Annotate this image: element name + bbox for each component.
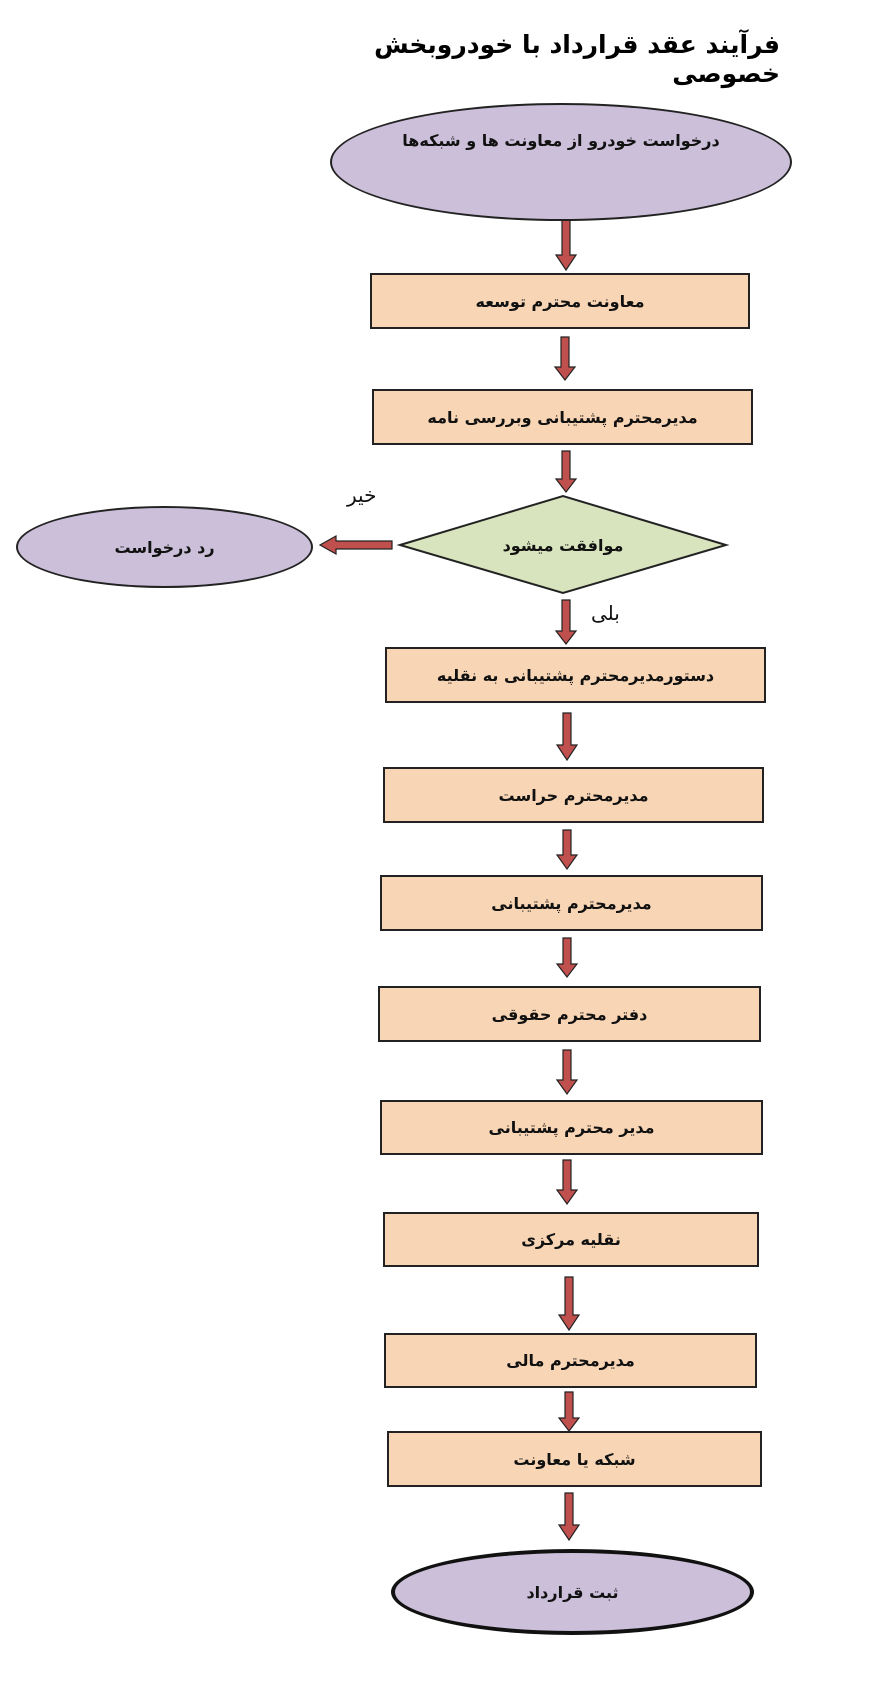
edge-label-yes: بلی xyxy=(591,601,620,625)
arrow-down-icon xyxy=(555,712,579,762)
step-label: دفتر محترم حقوقی xyxy=(491,1004,648,1024)
step-label: مدیرمحترم پشتیبانی xyxy=(491,893,652,913)
reject-terminal: رد درخواست xyxy=(16,506,313,588)
process-step-9: مدیرمحترم مالی xyxy=(384,1333,757,1388)
arrow-down-icon xyxy=(555,829,579,871)
decision-node: موافقت میشود xyxy=(470,525,656,565)
arrow-down-icon xyxy=(557,1492,581,1542)
step-label: دستورمدیرمحترم پشتیبانی به نقلیه xyxy=(436,665,715,685)
arrow-down-icon xyxy=(553,336,577,381)
arrow-down-icon xyxy=(554,450,578,493)
arrow-down-icon xyxy=(554,219,578,272)
arrow-down-icon xyxy=(554,599,578,645)
arrow-down-icon xyxy=(557,1276,581,1332)
arrow-left-icon xyxy=(318,534,393,556)
end-terminal: ثبت قرارداد xyxy=(391,1549,754,1635)
step-label: مدیرمحترم پشتیبانی وبررسی نامه xyxy=(427,407,698,427)
process-step-6: دفتر محترم حقوقی xyxy=(378,986,761,1042)
step-label: مدیر محترم پشتیبانی xyxy=(488,1118,655,1137)
start-terminal: درخواست خودرو از معاونت ها و شبکه‌ها xyxy=(330,103,792,221)
step-label: معاونت محترم توسعه xyxy=(475,291,645,311)
process-step-7: مدیر محترم پشتیبانی xyxy=(380,1100,763,1155)
reject-label: رد درخواست xyxy=(114,537,215,557)
arrow-down-icon xyxy=(555,1159,579,1206)
end-label: ثبت قرارداد xyxy=(526,1582,619,1602)
process-step-3: دستورمدیرمحترم پشتیبانی به نقلیه xyxy=(385,647,766,703)
step-label: شبکه یا معاونت xyxy=(513,1449,636,1469)
decision-label: موافقت میشود xyxy=(502,535,624,555)
diagram-title: فرآیند عقد قرارداد با خودروبخش خصوصی xyxy=(374,30,780,88)
process-step-1: معاونت محترم توسعه xyxy=(370,273,750,329)
process-step-4: مدیرمحترم حراست xyxy=(383,767,764,823)
start-label: درخواست خودرو از معاونت ها و شبکه‌ها xyxy=(402,131,720,150)
step-label: مدیرمحترم مالی xyxy=(506,1351,635,1370)
arrow-down-icon xyxy=(555,937,579,978)
step-label: نقلیه مرکزی xyxy=(521,1230,621,1249)
process-step-5: مدیرمحترم پشتیبانی xyxy=(380,875,763,931)
decision-diamond-shape xyxy=(396,494,730,595)
process-step-8: نقلیه مرکزی xyxy=(383,1212,759,1267)
arrow-down-icon xyxy=(555,1049,579,1096)
edge-label-no: خیر xyxy=(347,483,377,507)
arrow-down-icon xyxy=(557,1391,581,1432)
process-step-2: مدیرمحترم پشتیبانی وبررسی نامه xyxy=(372,389,753,445)
process-step-10: شبکه یا معاونت xyxy=(387,1431,762,1487)
step-label: مدیرمحترم حراست xyxy=(498,785,649,805)
